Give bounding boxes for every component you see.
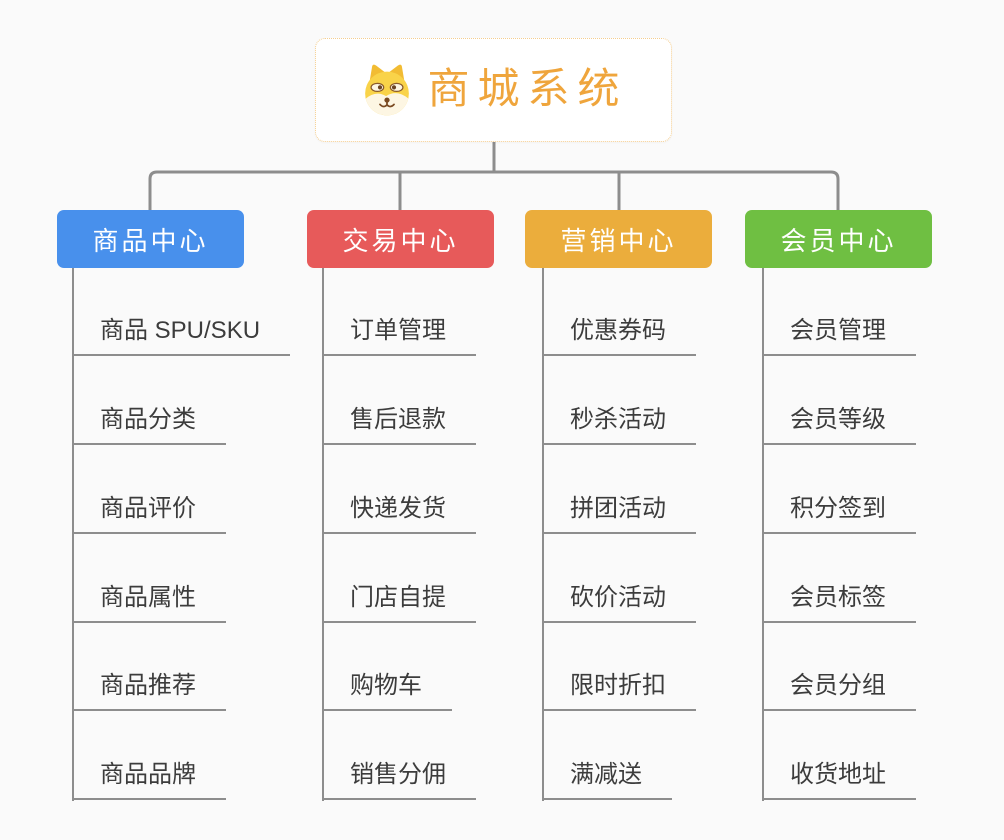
leaf-node[interactable]: 商品评价	[72, 496, 226, 534]
root-title: 商城系统	[427, 65, 628, 112]
branch-children-member-center: 会员管理 会员等级 积分签到 会员标签 会员分组 收货地址	[762, 268, 1004, 808]
branch-node-product-center[interactable]: 商品中心	[57, 210, 244, 268]
trunk-line	[72, 268, 74, 801]
leaf-node[interactable]: 门店自提	[322, 585, 476, 623]
leaf-node[interactable]: 商品分类	[72, 407, 226, 445]
leaf-node[interactable]: 商品品牌	[72, 762, 226, 800]
branch-children-marketing-center: 优惠券码 秒杀活动 拼团活动 砍价活动 限时折扣 满减送	[542, 268, 822, 808]
leaf-node[interactable]: 商品属性	[72, 585, 226, 623]
leaf-node[interactable]: 砍价活动	[542, 585, 696, 623]
branch-label: 会员中心	[780, 225, 897, 256]
branch-label: 营销中心	[560, 225, 677, 256]
bus-line	[148, 170, 840, 210]
leaf-node[interactable]: 秒杀活动	[542, 407, 696, 445]
branch-node-marketing-center[interactable]: 营销中心	[525, 210, 712, 268]
trunk-line	[762, 268, 764, 801]
branch-node-member-center[interactable]: 会员中心	[745, 210, 932, 268]
leaf-node[interactable]: 会员分组	[762, 673, 916, 711]
leaf-node[interactable]: 满减送	[542, 762, 672, 800]
branch-node-trade-center[interactable]: 交易中心	[307, 210, 494, 268]
leaf-node[interactable]: 会员等级	[762, 407, 916, 445]
shiba-dog-icon	[365, 64, 410, 116]
leaf-node[interactable]: 拼团活动	[542, 496, 696, 534]
trunk-line	[322, 268, 324, 801]
leaf-node[interactable]: 商品推荐	[72, 673, 226, 711]
leaf-node[interactable]: 快递发货	[322, 496, 476, 534]
branch-children-trade-center: 订单管理 售后退款 快递发货 门店自提 购物车 销售分佣	[322, 268, 602, 808]
root-node[interactable]: 商城系统	[315, 38, 672, 142]
leaf-node[interactable]: 售后退款	[322, 407, 476, 445]
trunk-line	[542, 268, 544, 801]
leaf-node[interactable]: 会员标签	[762, 585, 916, 623]
leaf-node[interactable]: 商品 SPU/SKU	[72, 318, 291, 356]
branch-label: 商品中心	[92, 225, 209, 256]
leaf-node[interactable]: 订单管理	[322, 318, 476, 356]
leaf-node[interactable]: 积分签到	[762, 496, 916, 534]
leaf-node[interactable]: 销售分佣	[322, 762, 476, 800]
branch-children-product-center: 商品 SPU/SKU 商品分类 商品评价 商品属性 商品推荐 商品品牌	[72, 268, 352, 808]
leaf-node[interactable]: 优惠券码	[542, 318, 696, 356]
leaf-node[interactable]: 会员管理	[762, 318, 916, 356]
leaf-node[interactable]: 购物车	[322, 673, 452, 711]
branch-label: 交易中心	[342, 225, 459, 256]
leaf-node[interactable]: 收货地址	[762, 762, 916, 800]
leaf-node[interactable]: 限时折扣	[542, 673, 696, 711]
